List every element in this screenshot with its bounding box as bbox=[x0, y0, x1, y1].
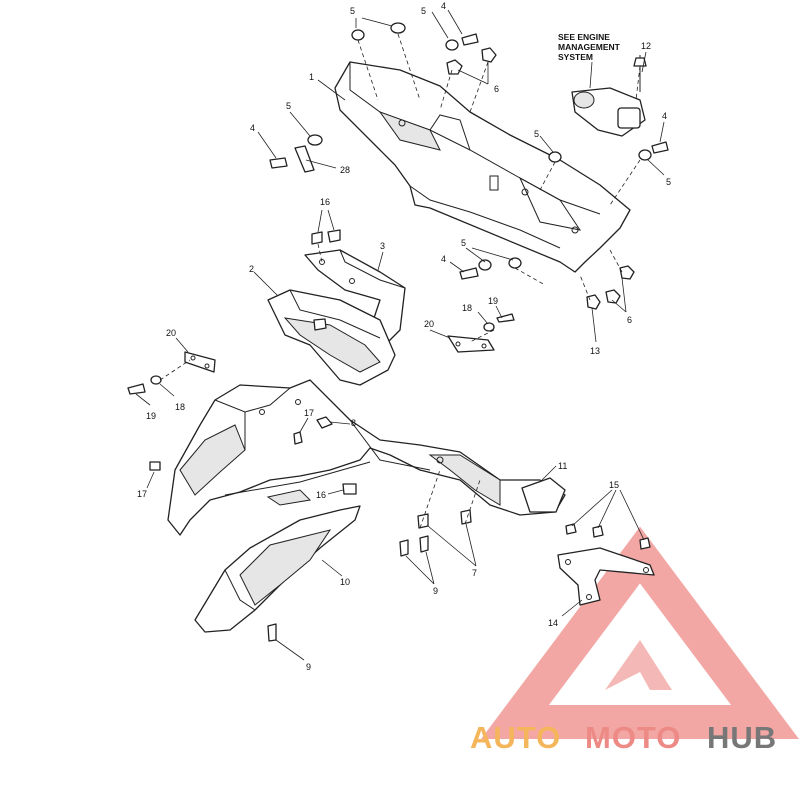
label-14: 14 bbox=[548, 618, 558, 628]
label-4: 4 bbox=[441, 1, 446, 11]
label-7: 7 bbox=[472, 568, 477, 578]
part-20-bracket-left bbox=[127, 351, 216, 395]
fasteners bbox=[149, 22, 669, 642]
label-18: 18 bbox=[175, 402, 185, 412]
watermark-text: AUTO MOTO HUB bbox=[470, 720, 777, 755]
label-11: 11 bbox=[558, 461, 567, 471]
alignment-lines bbox=[159, 33, 641, 529]
part-1-undertray bbox=[334, 61, 631, 273]
label-9: 9 bbox=[306, 662, 311, 672]
label-5: 5 bbox=[666, 177, 671, 187]
label-17: 17 bbox=[137, 489, 147, 499]
part-12-sensor bbox=[571, 55, 647, 137]
watermark-logo bbox=[481, 526, 799, 739]
label-5: 5 bbox=[350, 6, 355, 16]
label-18: 18 bbox=[462, 303, 472, 313]
label-3: 3 bbox=[380, 241, 385, 251]
label-10: 10 bbox=[340, 577, 350, 587]
label-12: 12 bbox=[641, 41, 651, 51]
watermark-auto: AUTO bbox=[470, 720, 561, 755]
label-5: 5 bbox=[286, 101, 291, 111]
label-4: 4 bbox=[250, 123, 255, 133]
label-4: 4 bbox=[662, 111, 667, 121]
label-5: 5 bbox=[421, 6, 426, 16]
label-19: 19 bbox=[146, 411, 156, 421]
label-6: 6 bbox=[627, 315, 632, 325]
label-28: 28 bbox=[340, 165, 350, 175]
part-2-light-housing bbox=[267, 289, 396, 386]
part-11-reflector bbox=[521, 477, 566, 513]
note-line-3: SYSTEM bbox=[558, 52, 593, 62]
label-17: 17 bbox=[304, 408, 314, 418]
label-8: 8 bbox=[351, 418, 356, 428]
watermark-moto: MOTO bbox=[585, 720, 681, 755]
label-20: 20 bbox=[166, 328, 176, 338]
part-10-lower-fender bbox=[194, 505, 361, 633]
label-20: 20 bbox=[424, 319, 434, 329]
label-1: 1 bbox=[309, 72, 314, 82]
label-4: 4 bbox=[441, 254, 446, 264]
label-19: 19 bbox=[488, 296, 498, 306]
part-number-labels: 5 5 4 6 1 5 4 28 5 4 5 12 SEE ENGINE MAN… bbox=[137, 1, 671, 672]
label-9: 9 bbox=[433, 586, 438, 596]
leader-lines bbox=[135, 9, 665, 661]
note-line-2: MANAGEMENT bbox=[558, 42, 621, 52]
part-20-bracket-right bbox=[447, 313, 515, 353]
label-5: 5 bbox=[534, 129, 539, 139]
part-main-tail-panel bbox=[167, 379, 566, 536]
label-16: 16 bbox=[320, 197, 330, 207]
label-16: 16 bbox=[316, 490, 326, 500]
label-13: 13 bbox=[590, 346, 600, 356]
label-2: 2 bbox=[249, 264, 254, 274]
label-15: 15 bbox=[609, 480, 619, 490]
watermark-hub: HUB bbox=[707, 720, 777, 755]
label-5: 5 bbox=[461, 238, 466, 248]
note-line-1: SEE ENGINE bbox=[558, 32, 610, 42]
part-14-bracket bbox=[557, 547, 655, 606]
label-6: 6 bbox=[494, 84, 499, 94]
